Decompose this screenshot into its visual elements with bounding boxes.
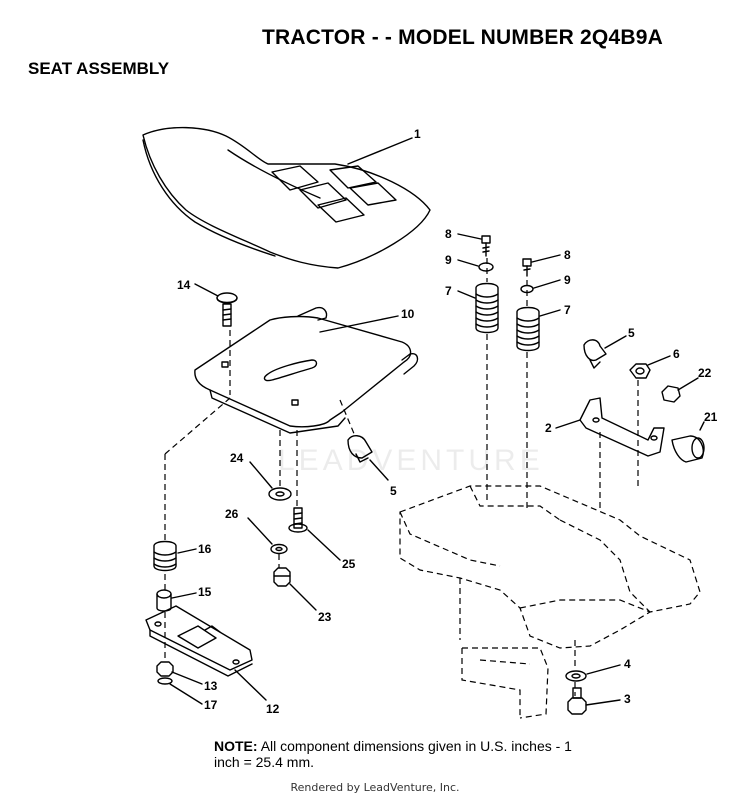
note-label: NOTE: [214, 738, 258, 754]
washer-4-part [565, 670, 587, 682]
watermark: LEADVENTURE [278, 444, 544, 477]
callout-7-left: 7 [445, 284, 452, 298]
callout-8-right: 8 [564, 248, 571, 262]
callout-24: 24 [230, 451, 244, 465]
seat-assembly-diagram: LEADVENTURE [142, 126, 718, 719]
callout-4: 4 [624, 657, 631, 671]
callout-22: 22 [698, 366, 712, 380]
spring-7-left-part [475, 282, 499, 334]
callout-17: 17 [204, 698, 218, 712]
callout-13: 13 [204, 679, 218, 693]
seat-pan-part [194, 306, 419, 434]
footer-credit: Rendered by LeadVenture, Inc. [290, 781, 460, 794]
bolt-3-part [567, 687, 587, 715]
clip-5-left-part [347, 435, 373, 463]
callout-10: 10 [401, 307, 415, 321]
nut-23-part [273, 567, 291, 587]
bolt-8-right-part [522, 258, 532, 277]
callout-12: 12 [266, 702, 280, 716]
bolt-21-part [671, 435, 705, 463]
seat-part [142, 126, 431, 269]
washer-26-part [270, 543, 288, 555]
note-text: All component dimensions given in U.S. i… [214, 738, 572, 770]
section-title: SEAT ASSEMBLY [28, 59, 170, 78]
washer-9-left-part [478, 262, 494, 272]
callout-23: 23 [318, 610, 332, 624]
dimension-note: NOTE: All component dimensions given in … [214, 738, 594, 770]
callout-3: 3 [624, 692, 631, 706]
callout-14: 14 [177, 278, 191, 292]
callout-8-left: 8 [445, 227, 452, 241]
callout-16: 16 [198, 542, 212, 556]
nut-6-part [629, 363, 651, 379]
clip-5-right-part [583, 339, 607, 369]
bracket-2-part [579, 397, 665, 457]
washer-17-part [157, 677, 173, 685]
callout-5-right: 5 [628, 326, 635, 340]
nut-13-part [156, 661, 174, 677]
bolt-8-left-part [481, 235, 491, 257]
callout-26: 26 [225, 507, 239, 521]
callout-1: 1 [414, 127, 421, 141]
callout-25: 25 [342, 557, 356, 571]
callout-21: 21 [704, 410, 718, 424]
bushing-15-part [156, 589, 172, 612]
callout-9-left: 9 [445, 253, 452, 267]
callout-2: 2 [545, 421, 552, 435]
nut-22-part [661, 385, 681, 403]
tractor-frame-outline [399, 485, 701, 719]
callout-15: 15 [198, 585, 212, 599]
callout-5-left: 5 [390, 484, 397, 498]
washer-24-part [268, 487, 292, 501]
spring-16-part [153, 540, 177, 572]
callout-7-right: 7 [564, 303, 571, 317]
callout-6: 6 [673, 347, 680, 361]
adjuster-plate-12-part [145, 605, 253, 677]
bolt-25-part [288, 507, 308, 533]
spring-7-right-part [516, 306, 540, 352]
callout-9-right: 9 [564, 273, 571, 287]
page-title: TRACTOR - - MODEL NUMBER 2Q4B9A [262, 26, 663, 49]
bolt-14-part [216, 292, 238, 327]
